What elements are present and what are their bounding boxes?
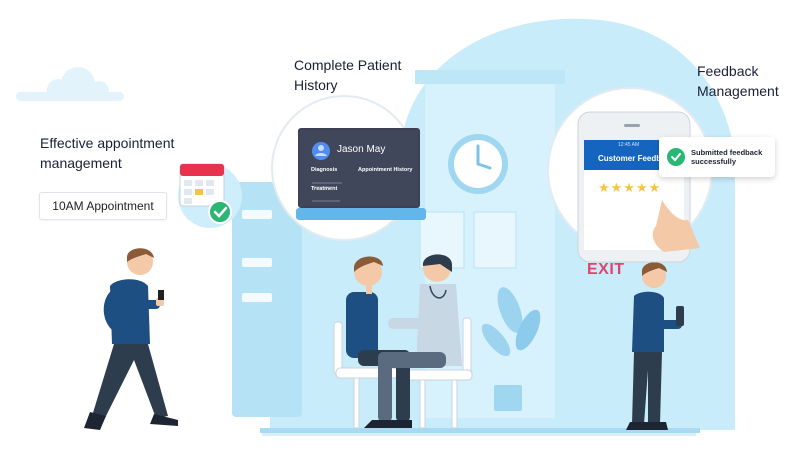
calendar-icon <box>178 163 242 228</box>
patient-name: Jason May <box>337 144 386 155</box>
phone-time: 12:45 AM <box>618 142 640 148</box>
feedback-phone <box>547 87 713 263</box>
appointment-heading-line1: Effective appointment <box>40 135 175 151</box>
feedback-heading: Feedback Management <box>697 61 779 101</box>
toast-line1: Submitted feedback <box>691 148 763 157</box>
toast-message: Submitted feedback successfully <box>691 148 762 166</box>
check-circle-icon <box>667 148 685 166</box>
appointment-heading-line2: management <box>40 155 122 171</box>
cloud-icon <box>16 67 124 101</box>
rating-stars: ★★★★★ <box>598 180 662 195</box>
history-heading-line2: History <box>294 77 338 93</box>
walking-patient-figure <box>84 248 178 430</box>
history-heading: Complete Patient History <box>294 55 401 95</box>
appointment-heading: Effective appointment management <box>40 133 174 173</box>
feedback-heading-line2: Management <box>697 83 779 99</box>
seated-doctor-figure <box>364 254 462 428</box>
appointment-time-badge: 10AM Appointment <box>39 192 167 220</box>
exit-sign: EXIT <box>587 261 625 278</box>
exiting-patient-figure <box>626 262 684 430</box>
diagnosis-label: Diagnosis <box>311 167 338 173</box>
phone-header: Customer Feedback <box>598 154 666 163</box>
patient-history-laptop-screen <box>271 95 426 241</box>
wall-clock-icon <box>448 134 508 194</box>
history-heading-line1: Complete Patient <box>294 57 402 73</box>
plant-illustration <box>481 287 541 411</box>
treatment-label: Treatment <box>311 186 338 192</box>
feedback-success-toast: Submitted feedback successfully <box>659 137 775 177</box>
feedback-heading-line1: Feedback <box>697 63 759 79</box>
appointment-history-label: Appointment History <box>358 167 413 173</box>
toast-line2: successfully <box>691 157 737 166</box>
